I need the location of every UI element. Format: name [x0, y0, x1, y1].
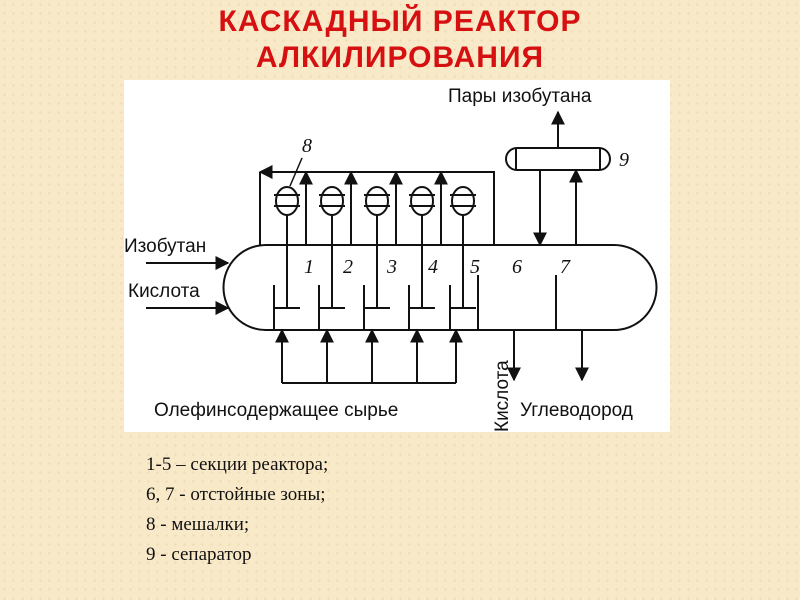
section-label-5: 5 — [470, 256, 480, 278]
legend: 1-5 – секции реактора; 6, 7 - отстойные … — [146, 450, 328, 570]
separator-number-label: 9 — [619, 149, 629, 171]
mixer-number-label: 8 — [302, 135, 312, 157]
mixer-1 — [273, 186, 300, 330]
legend-item: 1-5 – секции реактора; — [146, 454, 329, 475]
olefin-feed-label: Олефинсодержащее сырье — [154, 400, 398, 421]
isobutane-vapor-label: Пары изобутана — [448, 86, 592, 107]
legend-item: 9 - сепаратор — [146, 544, 252, 565]
section-label-1: 1 — [304, 256, 314, 278]
mixer-4 — [408, 186, 435, 330]
section-label-6: 6 — [512, 256, 522, 278]
hydrocarbon-label: Углеводород — [520, 400, 633, 421]
acid-inlet-label: Кислота — [128, 281, 200, 302]
legend-item: 8 - мешалки; — [146, 514, 250, 535]
mixer-5 — [449, 186, 476, 330]
page-title: КАСКАДНЫЙ РЕАКТОР АЛКИЛИРОВАНИЯ — [0, 4, 800, 76]
title-line-1: КАСКАДНЫЙ РЕАКТОР — [218, 5, 582, 38]
separator-vessel — [505, 147, 611, 171]
reactor-schematic: Пары изобутана Изобутан Кислота Олефинсо… — [124, 86, 658, 432]
acid-outlet-label: Кислота — [492, 360, 513, 432]
section-label-4: 4 — [428, 256, 438, 278]
mixer-3 — [363, 186, 390, 330]
legend-item: 6, 7 - отстойные зоны; — [146, 484, 326, 505]
mixers — [273, 157, 476, 330]
section-label-7: 7 — [560, 256, 571, 278]
section-label-2: 2 — [343, 256, 353, 278]
reactor-diagram: Пары изобутана Изобутан Кислота Олефинсо… — [124, 80, 670, 432]
reactor-vessel — [222, 244, 658, 331]
section-label-3: 3 — [386, 256, 397, 278]
vapor-collector-line — [258, 165, 495, 245]
title-line-2: АЛКИЛИРОВАНИЯ — [255, 41, 545, 74]
mixer-2 — [318, 186, 345, 330]
isobutane-label: Изобутан — [124, 236, 206, 257]
